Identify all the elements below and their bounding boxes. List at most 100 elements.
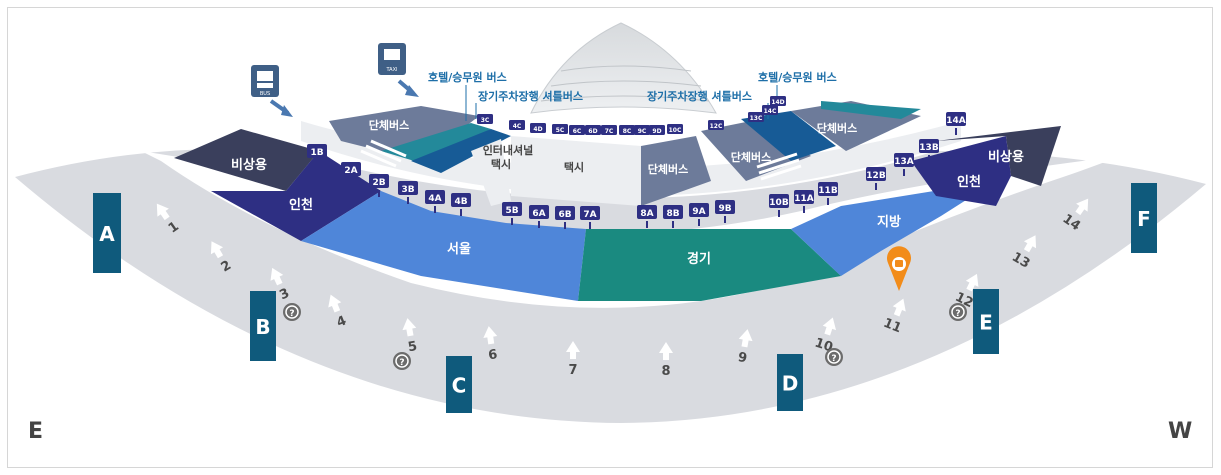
bus-stop-10b[interactable]: 10B bbox=[769, 194, 789, 217]
door-label: B bbox=[255, 315, 270, 339]
zone-label-intl-taxi-2: 택시 bbox=[491, 157, 511, 171]
inner-curb bbox=[141, 151, 1121, 308]
crosswalk-left bbox=[360, 139, 407, 168]
crosswalk-right bbox=[756, 152, 802, 181]
bus-stop-2b[interactable]: 2B bbox=[369, 174, 389, 197]
info-icon[interactable]: ? bbox=[825, 348, 843, 366]
bus-stop-3b[interactable]: 3B bbox=[398, 181, 418, 204]
bus-stop-8a[interactable]: 8A bbox=[637, 205, 657, 228]
taxi-stop-9c[interactable]: 9C bbox=[634, 125, 650, 135]
bus-stop-label: 13B bbox=[919, 143, 939, 153]
zone-label-group-bus-2: 단체버스 bbox=[648, 162, 688, 176]
bus-stop-14a[interactable]: 14A bbox=[946, 112, 966, 135]
bus-stop-6a[interactable]: 6A bbox=[529, 205, 549, 228]
taxi-stop-12c[interactable]: 12C bbox=[708, 120, 724, 130]
gate-number: 7 bbox=[568, 363, 577, 378]
taxi-stop-3c[interactable]: 3C bbox=[477, 114, 493, 124]
zone-incheon-left bbox=[211, 151, 381, 241]
bus-stop-4a[interactable]: 4A bbox=[425, 190, 445, 213]
taxi-stop-14d[interactable]: 14D bbox=[770, 96, 786, 106]
taxi-stop-label: 6D bbox=[588, 128, 597, 135]
gate-8[interactable]: 8 bbox=[659, 342, 673, 379]
terminal-bus-map: 비상용 인천 서울 경기 지방 인천 비상용 단체버스 인터내셔널 택시 택시 … bbox=[7, 7, 1213, 468]
info-icon[interactable]: ? bbox=[393, 352, 411, 370]
bus-stop-label: 14A bbox=[946, 116, 966, 126]
taxi-icon: TAXI bbox=[378, 43, 419, 97]
door-b[interactable]: B bbox=[250, 291, 276, 361]
bus-stop-label: 10B bbox=[769, 198, 789, 208]
bus-stop-13b[interactable]: 13B bbox=[919, 139, 939, 162]
svg-text:TAXI: TAXI bbox=[386, 67, 398, 73]
bus-stop-label: 8B bbox=[666, 209, 679, 219]
gate-number: 9 bbox=[737, 350, 749, 366]
bus-icon: BUS bbox=[251, 65, 293, 117]
label-longterm-left: 장기주차장행 셔틀버스 bbox=[478, 89, 583, 103]
taxi-stop-5c[interactable]: 5C bbox=[552, 124, 568, 134]
zone-label-group-bus-1: 단체버스 bbox=[369, 118, 409, 132]
gate-6[interactable]: 6 bbox=[482, 325, 501, 364]
bus-stop-label: 1B bbox=[310, 148, 323, 158]
gate-7[interactable]: 7 bbox=[566, 341, 580, 378]
bus-stop-5b[interactable]: 5B bbox=[502, 202, 522, 225]
svg-text:?: ? bbox=[399, 358, 404, 368]
taxi-stop-13c[interactable]: 13C bbox=[748, 112, 764, 122]
door-c[interactable]: C bbox=[446, 356, 472, 413]
bus-stop-label: 5B bbox=[505, 206, 518, 216]
gate-5[interactable]: 5 bbox=[401, 317, 421, 356]
svg-text:BUS: BUS bbox=[260, 91, 270, 97]
taxi-stop-label: 9D bbox=[652, 128, 661, 135]
bus-stop-4b[interactable]: 4B bbox=[451, 193, 471, 216]
bus-stop-12b[interactable]: 12B bbox=[866, 167, 886, 190]
door-f[interactable]: F bbox=[1131, 183, 1157, 253]
door-label: D bbox=[782, 372, 799, 396]
taxi-stop-10c[interactable]: 10C bbox=[667, 124, 683, 134]
bus-stop-label: 7A bbox=[583, 210, 596, 220]
bus-stop-1b[interactable]: 1B bbox=[307, 144, 327, 167]
door-a[interactable]: A bbox=[93, 193, 121, 273]
bus-stop-label: 2A bbox=[344, 166, 357, 176]
taxi-stop-6c[interactable]: 6C bbox=[569, 125, 585, 135]
zone-label-intl-taxi-1: 인터내셔널 bbox=[483, 143, 534, 157]
taxi-stop-6d[interactable]: 6D bbox=[585, 125, 601, 135]
compass-east: E bbox=[28, 419, 43, 444]
door-d[interactable]: D bbox=[777, 354, 803, 411]
taxi-stop-label: 12C bbox=[710, 123, 723, 130]
gate-number: 5 bbox=[407, 339, 419, 355]
taxi-stop-label: 3C bbox=[481, 117, 490, 124]
bus-stop-2a[interactable]: 2A bbox=[341, 162, 361, 185]
bus-stop-label: 9A bbox=[692, 207, 705, 217]
taxi-stop-4d[interactable]: 4D bbox=[530, 123, 546, 133]
zone-seoul bbox=[301, 191, 586, 301]
gate-number: 11 bbox=[881, 316, 903, 337]
bus-stop-label: 13A bbox=[894, 157, 914, 167]
info-icon[interactable]: ? bbox=[283, 303, 301, 321]
bus-stop-11a[interactable]: 11A bbox=[794, 190, 814, 213]
bus-stop-13a[interactable]: 13A bbox=[894, 153, 914, 176]
info-icon[interactable]: ? bbox=[949, 303, 967, 321]
door-e[interactable]: E bbox=[973, 289, 999, 354]
zone-teal-strip-right bbox=[821, 101, 921, 119]
gate-11[interactable]: 11 bbox=[881, 295, 912, 336]
label-longterm-right: 장기주차장행 셔틀버스 bbox=[647, 89, 752, 103]
taxi-stop-8c[interactable]: 8C bbox=[619, 125, 635, 135]
taxi-stop-4c[interactable]: 4C bbox=[509, 120, 525, 130]
door-label: F bbox=[1137, 207, 1151, 231]
bus-stop-8b[interactable]: 8B bbox=[663, 205, 683, 228]
bus-stop-9b[interactable]: 9B bbox=[715, 200, 735, 223]
zone-jibang bbox=[791, 181, 996, 276]
taxi-stop-14c[interactable]: 14C bbox=[762, 105, 778, 115]
zone-label-incheon-right: 인천 bbox=[957, 174, 981, 190]
bus-stop-7a[interactable]: 7A bbox=[580, 206, 600, 229]
taxi-stop-7c[interactable]: 7C bbox=[601, 125, 617, 135]
bus-stop-label: 6B bbox=[558, 210, 571, 220]
gate-9[interactable]: 9 bbox=[734, 328, 754, 367]
terminal-building-lines bbox=[540, 65, 710, 102]
taxi-stop-9d[interactable]: 9D bbox=[649, 125, 665, 135]
taxi-stop-label: 9C bbox=[638, 128, 647, 135]
taxi-stop-label: 5C bbox=[556, 127, 565, 134]
bus-stop-11b[interactable]: 11B bbox=[818, 182, 838, 205]
bus-stop-9a[interactable]: 9A bbox=[689, 203, 709, 226]
bus-stop-6b[interactable]: 6B bbox=[555, 206, 575, 229]
bus-location-pin-icon[interactable] bbox=[887, 246, 912, 291]
